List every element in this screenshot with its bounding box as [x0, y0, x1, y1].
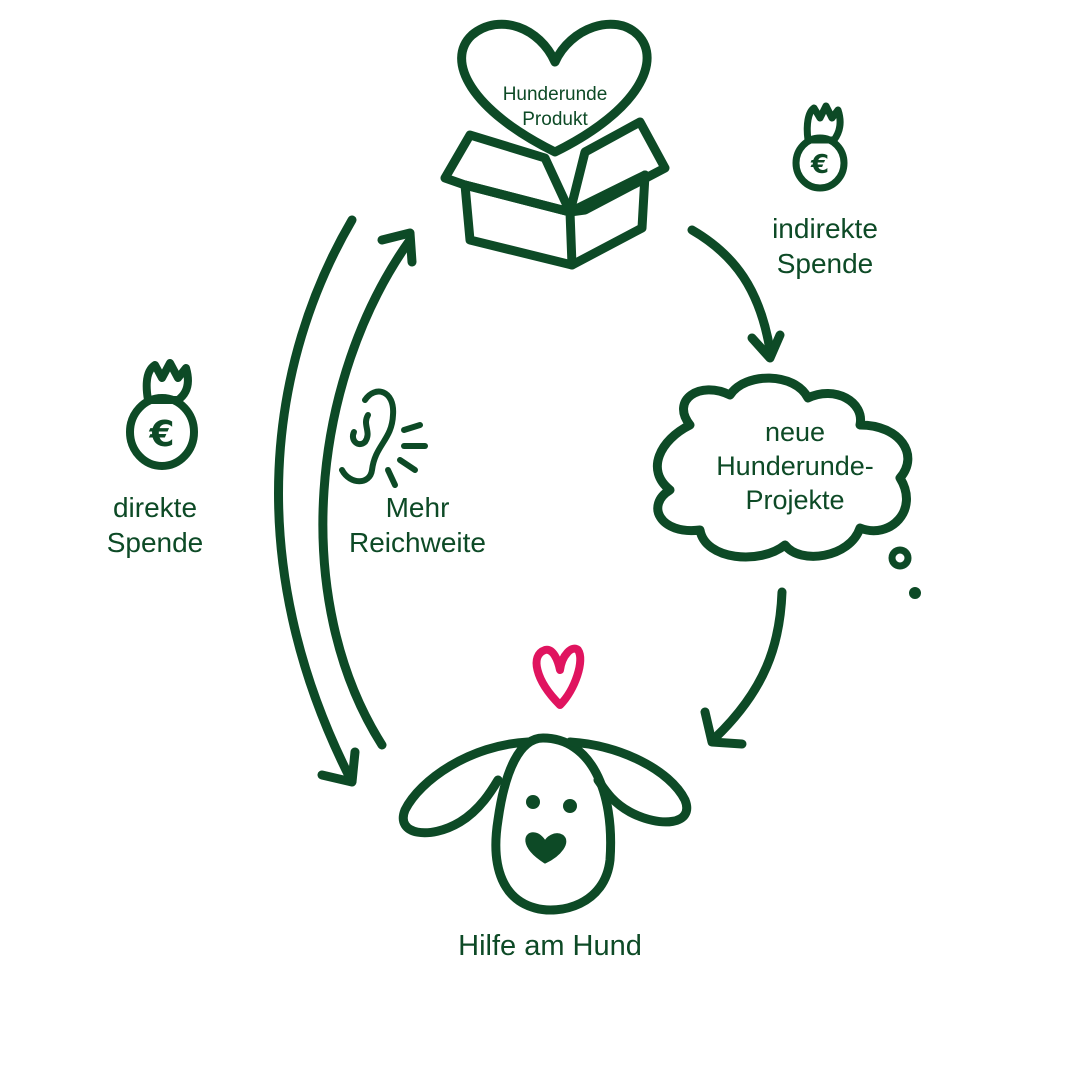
arrow-product-to-dog-direct — [274, 215, 360, 787]
product-label-line-1: Hunderunde — [502, 84, 608, 105]
arrow-projects-to-dog — [700, 587, 787, 749]
dog-eye-left — [526, 795, 540, 809]
euro-symbol: € — [810, 150, 829, 180]
direct-donation-label: direkte Spende — [80, 490, 230, 560]
thought-bubble-dot — [909, 587, 921, 599]
heart-icon — [457, 19, 652, 157]
thought-bubble-small — [888, 546, 912, 570]
product-label: Hunderunde Produkt — [480, 83, 630, 132]
ear-icon — [339, 388, 428, 488]
help-dog-label: Hilfe am Hund — [458, 930, 642, 962]
more-reach-line-1: Mehr — [385, 492, 450, 523]
product-label-line-2: Produkt — [522, 108, 588, 130]
pink-heart-icon — [532, 644, 585, 709]
dog-eye-right — [563, 799, 577, 813]
more-reach-line-2: Reichweite — [349, 527, 486, 558]
dog-nose-heart — [525, 832, 567, 864]
direct-donation-line-2: Spende — [106, 527, 204, 558]
dog-face-icon — [398, 733, 692, 915]
open-box-icon — [440, 117, 670, 270]
arrow-dog-to-product-reach — [318, 228, 417, 750]
new-projects-line-3: Projekte — [745, 484, 845, 515]
new-projects-label: neue Hunderunde- Projekte — [690, 416, 900, 517]
direct-donation-line-1: direkte — [112, 492, 198, 523]
euro-symbol: € — [148, 414, 174, 455]
more-reach-label: Mehr Reichweite — [330, 490, 505, 560]
new-projects-line-2: Hunderunde- — [716, 450, 874, 481]
euro-money-bag-icon — [126, 359, 198, 470]
euro-money-bag-icon — [792, 102, 848, 192]
arrow-product-to-projects — [687, 225, 785, 363]
indirect-donation-line-2: Spende — [776, 248, 874, 279]
thought-cloud-icon — [653, 373, 913, 562]
indirect-donation-label: indirekte Spende — [740, 211, 910, 281]
indirect-donation-line-1: indirekte — [772, 213, 878, 244]
new-projects-line-1: neue — [764, 417, 826, 447]
